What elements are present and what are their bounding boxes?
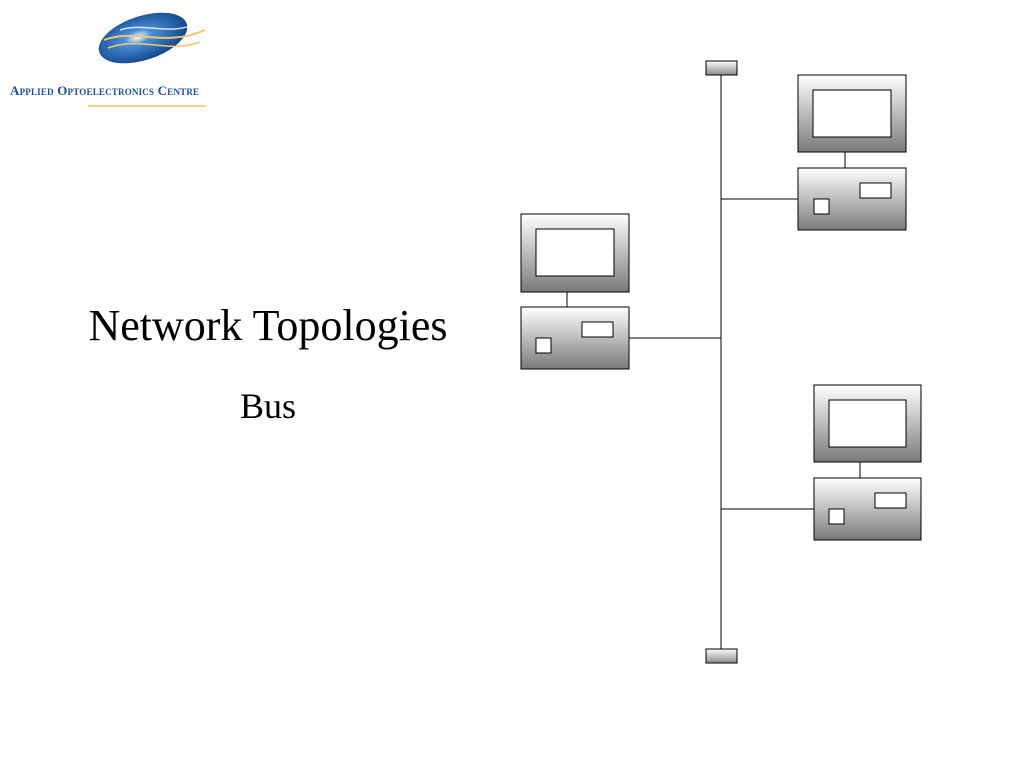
power-button (813, 198, 830, 215)
power-button (828, 508, 845, 525)
logo-wave-icon (103, 29, 206, 41)
computer-node (520, 213, 721, 370)
drive-bay (874, 492, 907, 509)
logo-lens-icon (98, 12, 188, 64)
logo-wave-icon (107, 41, 201, 49)
monitor-screen (828, 399, 907, 448)
bus-terminator-top (705, 60, 738, 76)
organization-name: Applied Optoelectronics Centre (10, 83, 200, 98)
monitor-screen (535, 228, 615, 277)
monitor-screen (812, 89, 892, 138)
computer-node (721, 74, 907, 231)
bus-terminator-bottom (705, 648, 738, 664)
logo (98, 12, 206, 64)
drive-bay (859, 182, 892, 199)
logo-underline (88, 105, 206, 107)
logo-wave-icon (119, 23, 196, 31)
drive-bay (581, 321, 614, 338)
slide-subtitle: Bus (239, 386, 297, 426)
power-button (535, 337, 552, 354)
slide-title: Network Topologies (88, 301, 448, 350)
computer-node (721, 384, 922, 541)
